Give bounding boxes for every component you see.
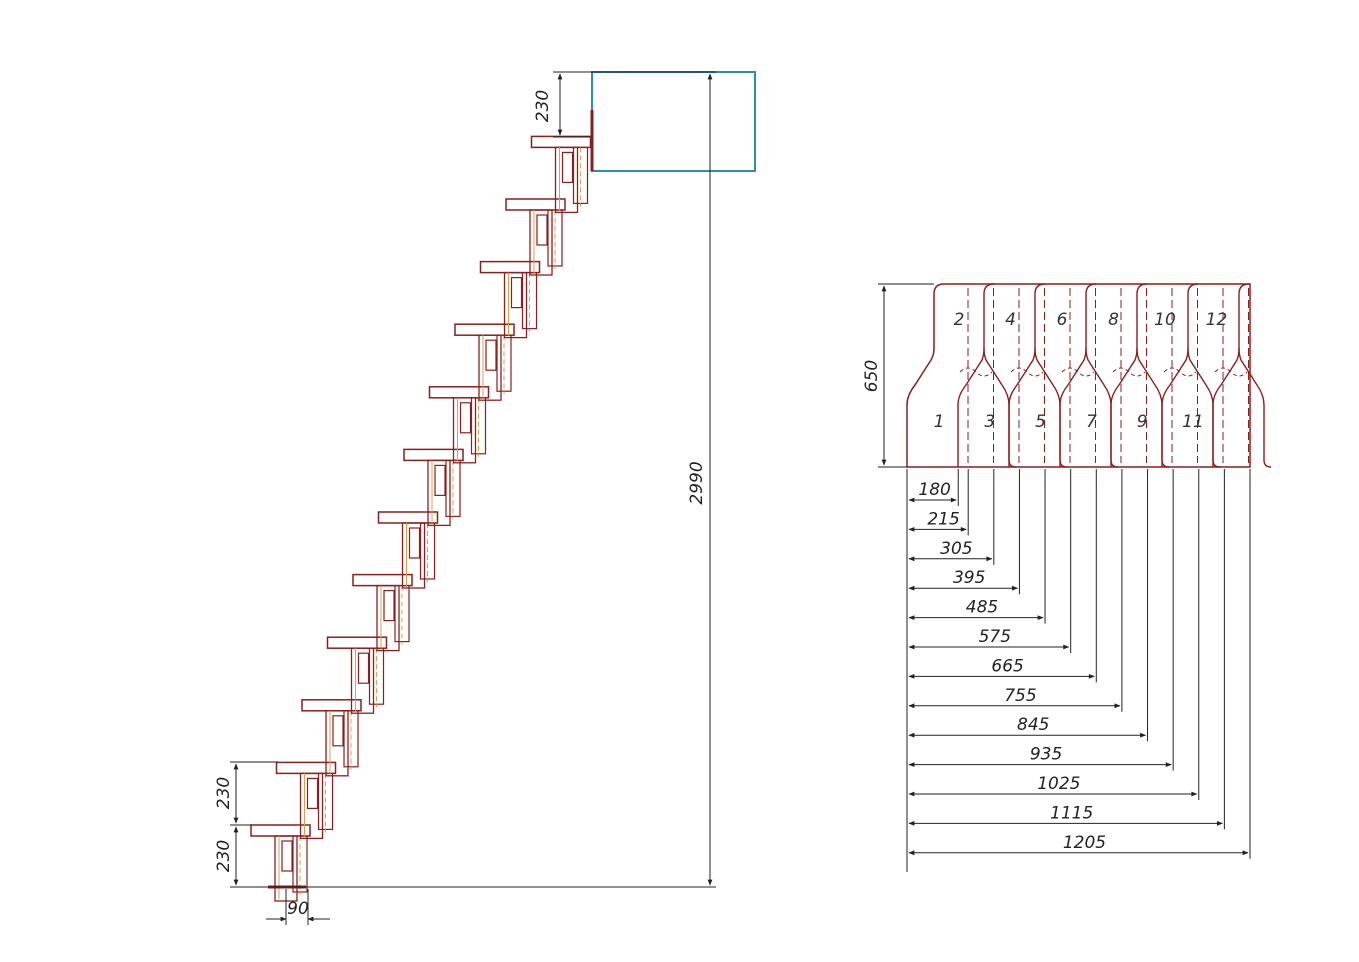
plan-step-number: 2 xyxy=(954,310,965,330)
plan-step-number: 1 xyxy=(934,412,945,432)
dim-riser-b: 230 xyxy=(214,826,266,888)
dim-top-riser-label: 230 xyxy=(533,90,553,122)
plan-tread-boundary xyxy=(1212,283,1272,468)
side-step xyxy=(479,260,541,339)
offset-dimension: 1115 xyxy=(908,469,1225,830)
plan-view-treads xyxy=(906,283,1272,468)
dim-riser-a: 230 xyxy=(214,761,278,826)
plan-tread-boundary xyxy=(1008,283,1068,468)
dim-step-offset-label: 90 xyxy=(287,899,309,919)
dim-total-height-label: 2990 xyxy=(687,461,707,504)
offset-dimension-label: 665 xyxy=(991,656,1023,676)
plan-step-number: 9 xyxy=(1137,412,1148,432)
upper-floor-opening xyxy=(591,71,756,172)
offset-dimension-label: 1205 xyxy=(1063,833,1106,853)
dim-step-offset: 90 xyxy=(266,889,330,925)
plan-tread-boundary xyxy=(957,283,1017,468)
offset-dimension: 395 xyxy=(908,469,1020,595)
side-step xyxy=(505,198,566,276)
offset-dimension: 485 xyxy=(908,469,1046,624)
offset-dimension: 1205 xyxy=(908,469,1251,859)
plan-step-number: 11 xyxy=(1182,412,1204,432)
offset-dimension-label: 575 xyxy=(979,627,1011,647)
side-step xyxy=(275,761,337,840)
offset-dimension-label: 485 xyxy=(966,598,998,618)
plan-step-number: 12 xyxy=(1206,310,1228,330)
dim-width-label: 650 xyxy=(862,360,882,392)
offset-dimension-label: 1025 xyxy=(1037,774,1080,794)
side-step xyxy=(403,448,464,527)
plan-hidden-arc xyxy=(1112,367,1146,377)
plan-step-number: 10 xyxy=(1154,310,1176,330)
side-view: 230 2990 230 230 90 xyxy=(214,71,756,925)
plan-tread-boundary xyxy=(1059,283,1119,468)
dim-width: 650 xyxy=(862,283,934,468)
offset-dimension: 935 xyxy=(908,469,1174,771)
offset-dimension-label: 755 xyxy=(1004,686,1036,706)
offset-dimension-label: 935 xyxy=(1030,745,1062,765)
plan-hidden-arc xyxy=(1061,367,1095,377)
offset-dimension: 845 xyxy=(908,469,1149,742)
offset-dimension: 575 xyxy=(908,469,1072,653)
plan-tread-boundary xyxy=(1161,283,1221,468)
offset-dimension: 665 xyxy=(908,469,1097,683)
offset-dimension-label: 305 xyxy=(940,539,972,559)
offset-dimension: 305 xyxy=(908,469,995,565)
offset-dimension-label: 1115 xyxy=(1050,803,1093,823)
plan-step-number: 8 xyxy=(1108,310,1119,330)
dim-total-height: 2990 xyxy=(592,71,716,886)
offset-dimension: 1025 xyxy=(908,469,1200,800)
plan-step-number: 4 xyxy=(1005,310,1016,330)
offset-dimension: 215 xyxy=(908,469,969,536)
dim-riser-a-label: 230 xyxy=(214,777,234,809)
plan-hidden-arc xyxy=(1010,367,1044,377)
side-view-steps xyxy=(250,135,592,902)
plan-tread-boundary xyxy=(1110,283,1170,468)
offset-dimension-label: 215 xyxy=(927,509,959,529)
side-step xyxy=(352,573,413,652)
plan-step-number: 3 xyxy=(984,412,995,432)
side-step xyxy=(530,135,592,214)
offset-dimension-label: 180 xyxy=(918,480,950,500)
plan-step-number: 6 xyxy=(1057,310,1068,330)
plan-hidden-arc xyxy=(1214,367,1248,377)
side-step xyxy=(428,386,490,464)
dim-top-riser: 230 xyxy=(533,71,592,138)
side-step xyxy=(377,511,439,589)
offset-dimension: 180 xyxy=(908,469,959,506)
plan-step-number: 7 xyxy=(1086,412,1097,432)
plan-hidden-arc xyxy=(1163,367,1197,377)
dim-riser-b-label: 230 xyxy=(214,840,234,872)
plan-hidden-arc xyxy=(959,367,993,377)
plan-step-number: 5 xyxy=(1035,412,1046,432)
offset-dimension: 755 xyxy=(908,469,1123,712)
plan-view-offset-dimensions: 180 215 305 395 485 575 665 755 845 935 1025 1115 12… xyxy=(906,469,1251,872)
plan-outline xyxy=(906,283,1251,468)
offset-dimension-label: 395 xyxy=(953,568,985,588)
offset-dimension-label: 845 xyxy=(1017,715,1049,735)
